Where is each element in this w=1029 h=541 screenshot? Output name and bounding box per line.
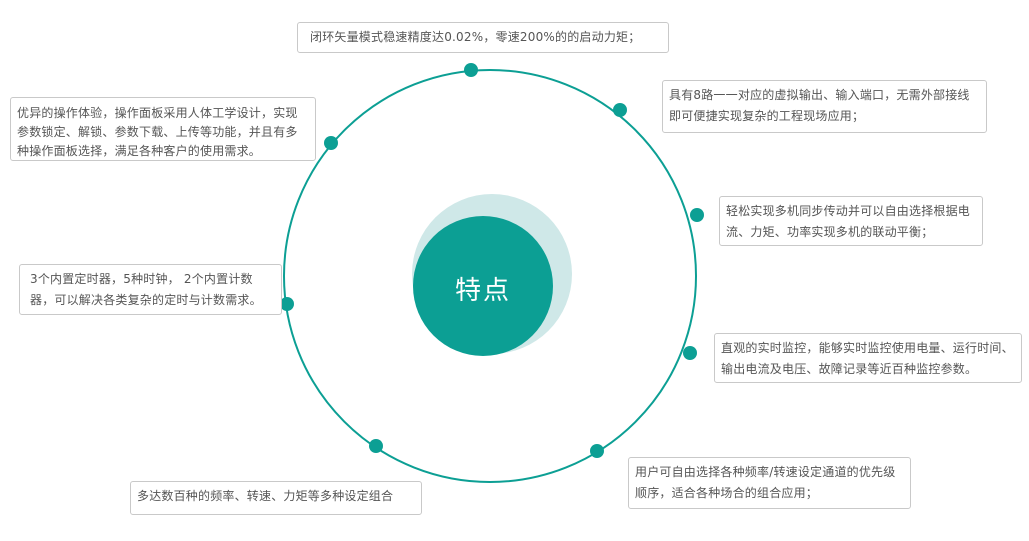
ring-node	[324, 136, 338, 150]
ring-node	[683, 346, 697, 360]
ring-node	[690, 208, 704, 222]
feature-box-setting-combos: 多达数百种的频率、转速、力矩等多种设定组合	[130, 481, 422, 515]
feature-box-multi-machine-sync: 轻松实现多机同步传动并可以自由选择根据电流、力矩、功率实现多机的联动平衡；	[719, 196, 983, 246]
feature-box-virtual-io: 具有8路一一对应的虚拟输出、输入端口，无需外部接线即可便捷实现复杂的工程现场应用…	[662, 80, 987, 133]
feature-box-channel-priority: 用户可自由选择各种频率/转速设定通道的优先级顺序，适合各种场合的组合应用；	[628, 457, 911, 509]
ring-node	[280, 297, 294, 311]
ring-node	[369, 439, 383, 453]
feature-box-precision: 闭环矢量模式稳速精度达0.02%，零速200%的的启动力矩；	[297, 22, 669, 53]
center-circle	[413, 216, 553, 356]
feature-box-realtime-monitor: 直观的实时监控，能够实时监控使用电量、运行时间、输出电流及电压、故障记录等近百种…	[714, 333, 1022, 383]
feature-box-operation-panel: 优异的操作体验，操作面板采用人体工学设计，实现参数锁定、解锁、参数下载、上传等功…	[10, 97, 316, 161]
ring-node	[464, 63, 478, 77]
ring-node	[613, 103, 627, 117]
center-title: 特点	[454, 275, 511, 306]
outer-ring	[283, 69, 697, 483]
ring-node	[590, 444, 604, 458]
feature-box-timers-counters: 3个内置定时器，5种时钟， 2个内置计数器，可以解决各类复杂的定时与计数需求。	[19, 264, 282, 315]
